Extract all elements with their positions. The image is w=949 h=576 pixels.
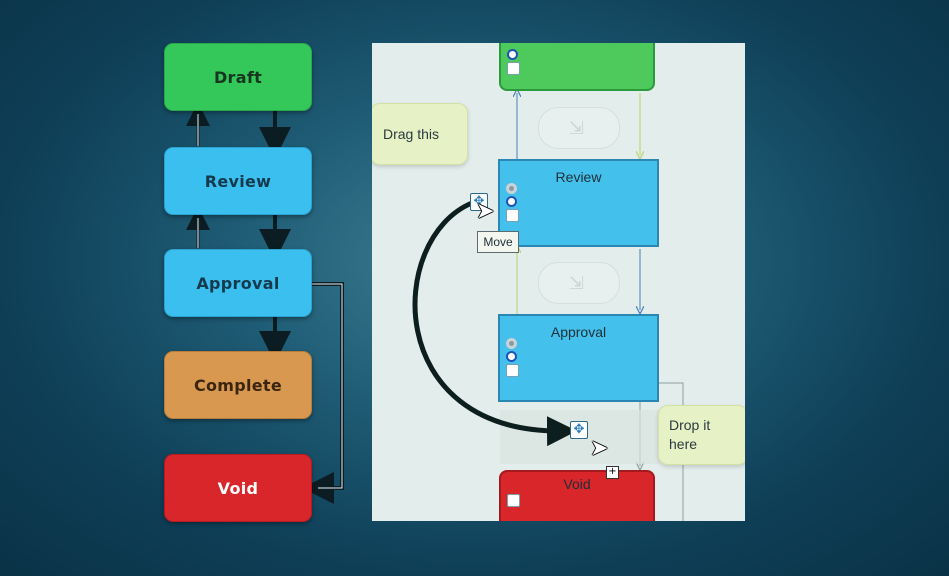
copy-plus-icon: +: [606, 466, 619, 479]
move-handle-drop-icon[interactable]: ✥: [570, 421, 588, 439]
transition-placeholder-upper: ⇲: [538, 107, 620, 149]
editor-void-node[interactable]: Void: [499, 470, 655, 521]
clock-icon: [506, 196, 517, 207]
move-handle-icon[interactable]: ✥: [470, 193, 488, 211]
settings-icon: [506, 338, 517, 349]
complete-label: Complete: [193, 375, 283, 395]
pointer-cursor-drop-icon: ➤: [590, 436, 609, 461]
editor-approval-title: Approval: [550, 324, 607, 340]
editor-draft-node[interactable]: [499, 43, 655, 91]
review-label: Review: [204, 171, 272, 191]
document-icon: [506, 364, 519, 377]
complete-state[interactable]: Complete: [164, 351, 312, 419]
workflow-editor-panel: ⇲ ⇲ Review Approval Void Drag this: [372, 43, 745, 521]
drag-path: [412, 200, 577, 447]
review-state[interactable]: Review: [164, 147, 312, 215]
transition-placeholder-lower: ⇲: [538, 262, 620, 304]
move-tooltip: Move: [477, 231, 519, 253]
clock-icon: [507, 49, 518, 60]
editor-review-node[interactable]: Review: [498, 159, 659, 247]
approval-label: Approval: [196, 273, 280, 293]
drop-hint-text: Drop it here: [669, 417, 711, 452]
document-icon: [507, 62, 520, 75]
draft-label: Draft: [213, 67, 263, 87]
draft-state[interactable]: Draft: [164, 43, 312, 111]
clock-icon: [506, 351, 517, 362]
editor-review-title: Review: [555, 169, 602, 185]
document-icon: [507, 494, 520, 507]
settings-icon: [506, 183, 517, 194]
drop-hint-bubble: Drop it here: [658, 405, 745, 465]
drag-hint-text: Drag this: [383, 126, 440, 142]
document-icon: [506, 209, 519, 222]
void-state[interactable]: Void: [164, 454, 312, 522]
drag-hint-bubble: Drag this: [372, 103, 468, 165]
editor-approval-node[interactable]: Approval: [498, 314, 659, 402]
void-label: Void: [217, 478, 259, 498]
editor-void-title: Void: [563, 476, 591, 492]
arrow-approval-to-void: [302, 282, 344, 504]
approval-state[interactable]: Approval: [164, 249, 312, 317]
pointer-cursor-icon: ➤: [476, 199, 495, 224]
